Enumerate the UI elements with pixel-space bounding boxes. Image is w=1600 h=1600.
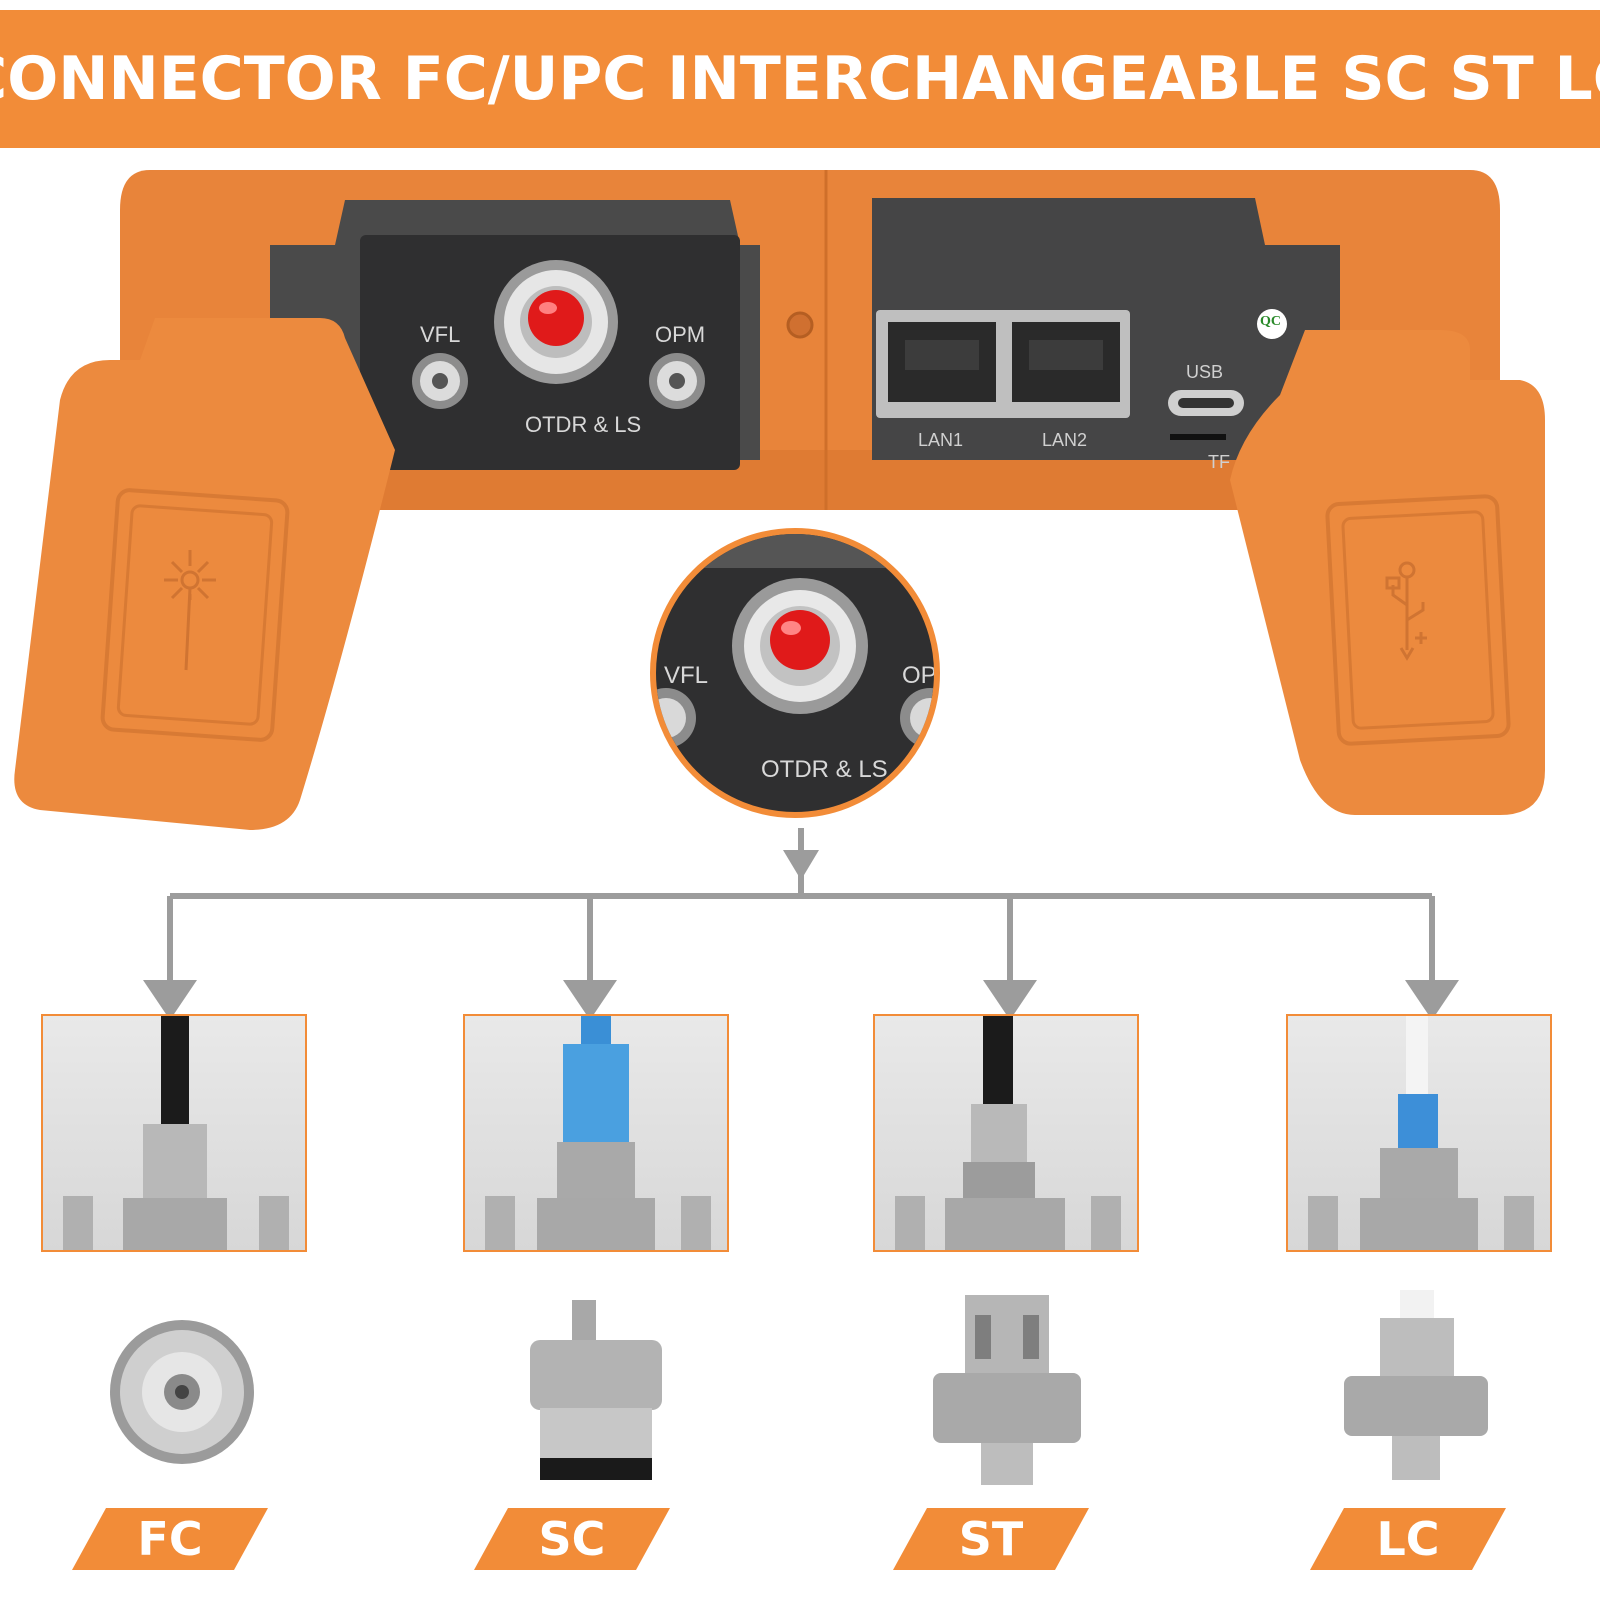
device-illustration — [14, 170, 1545, 830]
st-adapter-image — [933, 1295, 1081, 1485]
usb-icon — [1385, 561, 1427, 661]
st-label: ST — [958, 1512, 1024, 1566]
vfl-label: VFL — [420, 322, 461, 347]
qc-sticker: QC — [1260, 314, 1281, 329]
opm-label: OPM — [655, 322, 706, 347]
fc-label-tag: FC — [72, 1508, 268, 1570]
zoom-vfl-label: VFL — [664, 662, 709, 689]
tf-label: TF — [1208, 452, 1230, 472]
sc-photo-panel — [463, 1014, 729, 1252]
distribution-arrows — [143, 828, 1459, 1020]
zoom-otdr-label: OTDR & LS — [761, 756, 888, 783]
lc-photo-panel — [1286, 1014, 1552, 1252]
title-banner: CONNECTOR FC/UPC INTERCHANGEABLE SC ST L… — [0, 10, 1600, 148]
zoom-circle: VFL OP OTDR & LS — [650, 528, 940, 818]
sc-label: SC — [538, 1512, 606, 1566]
lc-label-tag: LC — [1310, 1508, 1506, 1570]
st-photo-panel — [873, 1014, 1139, 1252]
fc-photo-panel — [41, 1014, 307, 1252]
banner-title: CONNECTOR FC/UPC INTERCHANGEABLE SC ST L… — [0, 44, 1600, 114]
fc-adapter-image — [110, 1320, 254, 1464]
usb-label: USB — [1186, 362, 1224, 382]
sc-adapter-image — [530, 1300, 662, 1480]
otdr-label: OTDR & LS — [525, 412, 642, 437]
fc-label: FC — [137, 1512, 203, 1566]
lc-label: LC — [1376, 1512, 1440, 1566]
lc-adapter-image — [1344, 1290, 1488, 1480]
sc-label-tag: SC — [474, 1508, 670, 1570]
st-label-tag: ST — [893, 1508, 1089, 1570]
zoom-opm-label: OP — [902, 662, 937, 689]
lan2-label: LAN2 — [1042, 430, 1088, 450]
laser-icon — [164, 550, 216, 671]
lan1-label: LAN1 — [918, 430, 964, 450]
